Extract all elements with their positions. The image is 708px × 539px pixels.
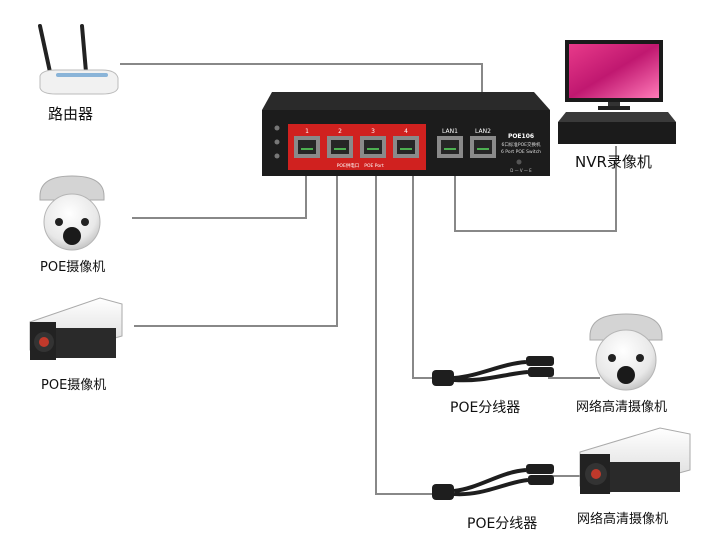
splitter-1-label: POE分线器 [450,400,521,416]
net-bullet-body [610,462,680,492]
poe-port-label-3: 3 [371,128,375,135]
poe-splitter-1 [432,356,554,386]
splitter-2-label: POE分线器 [467,516,538,532]
poe-splitter-2 [432,464,554,500]
cable-camera2-port2 [134,170,338,327]
status-led-1 [274,125,280,131]
cable-port4-splitter1 [412,170,440,379]
lan-port-label-1: LAN1 [442,128,458,135]
cable-camera1-port1 [132,170,307,219]
network-bullet-camera [579,427,691,494]
net-camera-2-label: 网络高清摄像机 [577,512,669,527]
nvr-top [558,112,676,122]
nvr-label: NVR录像机 [575,153,652,171]
network-dome-camera [589,313,663,391]
dome-cam-lens [63,227,81,245]
dome-cam-bubble [43,193,101,251]
cable-port3-splitter2 [375,170,440,495]
status-led-3 [274,153,280,159]
poe-dome-camera [39,175,105,251]
lan-ports: LAN1 LAN2 [437,128,496,158]
monitor-neck [608,102,620,107]
switch-top [262,92,550,110]
net-dome-bubble [595,329,657,391]
dome-cam-housing [39,175,105,201]
net-dome-housing [589,313,663,341]
splitter-1-rj45 [528,367,554,377]
splitter-2-rj45 [528,475,554,485]
switch-subtitle-en: 6 Port POE Switch [501,149,541,155]
dome-cam-ir-left [55,218,63,226]
splitter-2-dc-plug [526,464,554,474]
net-camera-1-label: 网络高清摄像机 [576,400,668,415]
cable-lan1-nvr [454,146,617,232]
router-antenna-right [80,24,88,74]
nvr-body [558,122,676,144]
router-antenna-left [38,24,52,74]
splitter-1-plug [432,370,454,386]
poe-port-label-1: 1 [305,128,309,135]
poe-camera-2-label: POE摄像机 [41,378,107,393]
switch-subtitle-cn: 6口标准POE交换机 [502,141,541,148]
poe-switch: 1 2 3 4 LAN1 LAN2 POE供电口 POE Port POE106 6口标… [262,92,550,176]
power-label: D — V — E [510,168,532,173]
splitter-1-dc-plug [526,356,554,366]
net-dome-ir-left [608,354,616,362]
router [38,24,119,95]
splitter-2-plug [432,484,454,500]
power-jack [516,159,522,165]
dome-cam-ir-right [81,218,89,226]
poe-port-label-2: 2 [338,128,342,135]
poe-strip-en: POE Port [364,163,384,169]
net-dome-lens [617,366,635,384]
lan-port-label-2: LAN2 [475,128,491,135]
poe-camera-1-label: POE摄像机 [40,260,106,275]
monitor-stand [598,106,630,110]
status-led-2 [274,139,280,145]
bullet-cam-body [56,328,116,358]
splitter-1-cable [453,360,529,383]
net-dome-ir-right [636,354,644,362]
poe-bullet-camera [29,297,123,360]
poe-port-label-4: 4 [404,128,408,135]
monitor-screen [569,44,659,98]
poe-strip-cn: POE供电口 [337,162,360,169]
nvr-recorder [558,40,676,144]
splitter-2-cable [453,468,529,497]
router-label: 路由器 [48,105,94,123]
poe-ports: 1 2 3 4 [294,128,419,158]
switch-model: POE106 [508,133,534,140]
